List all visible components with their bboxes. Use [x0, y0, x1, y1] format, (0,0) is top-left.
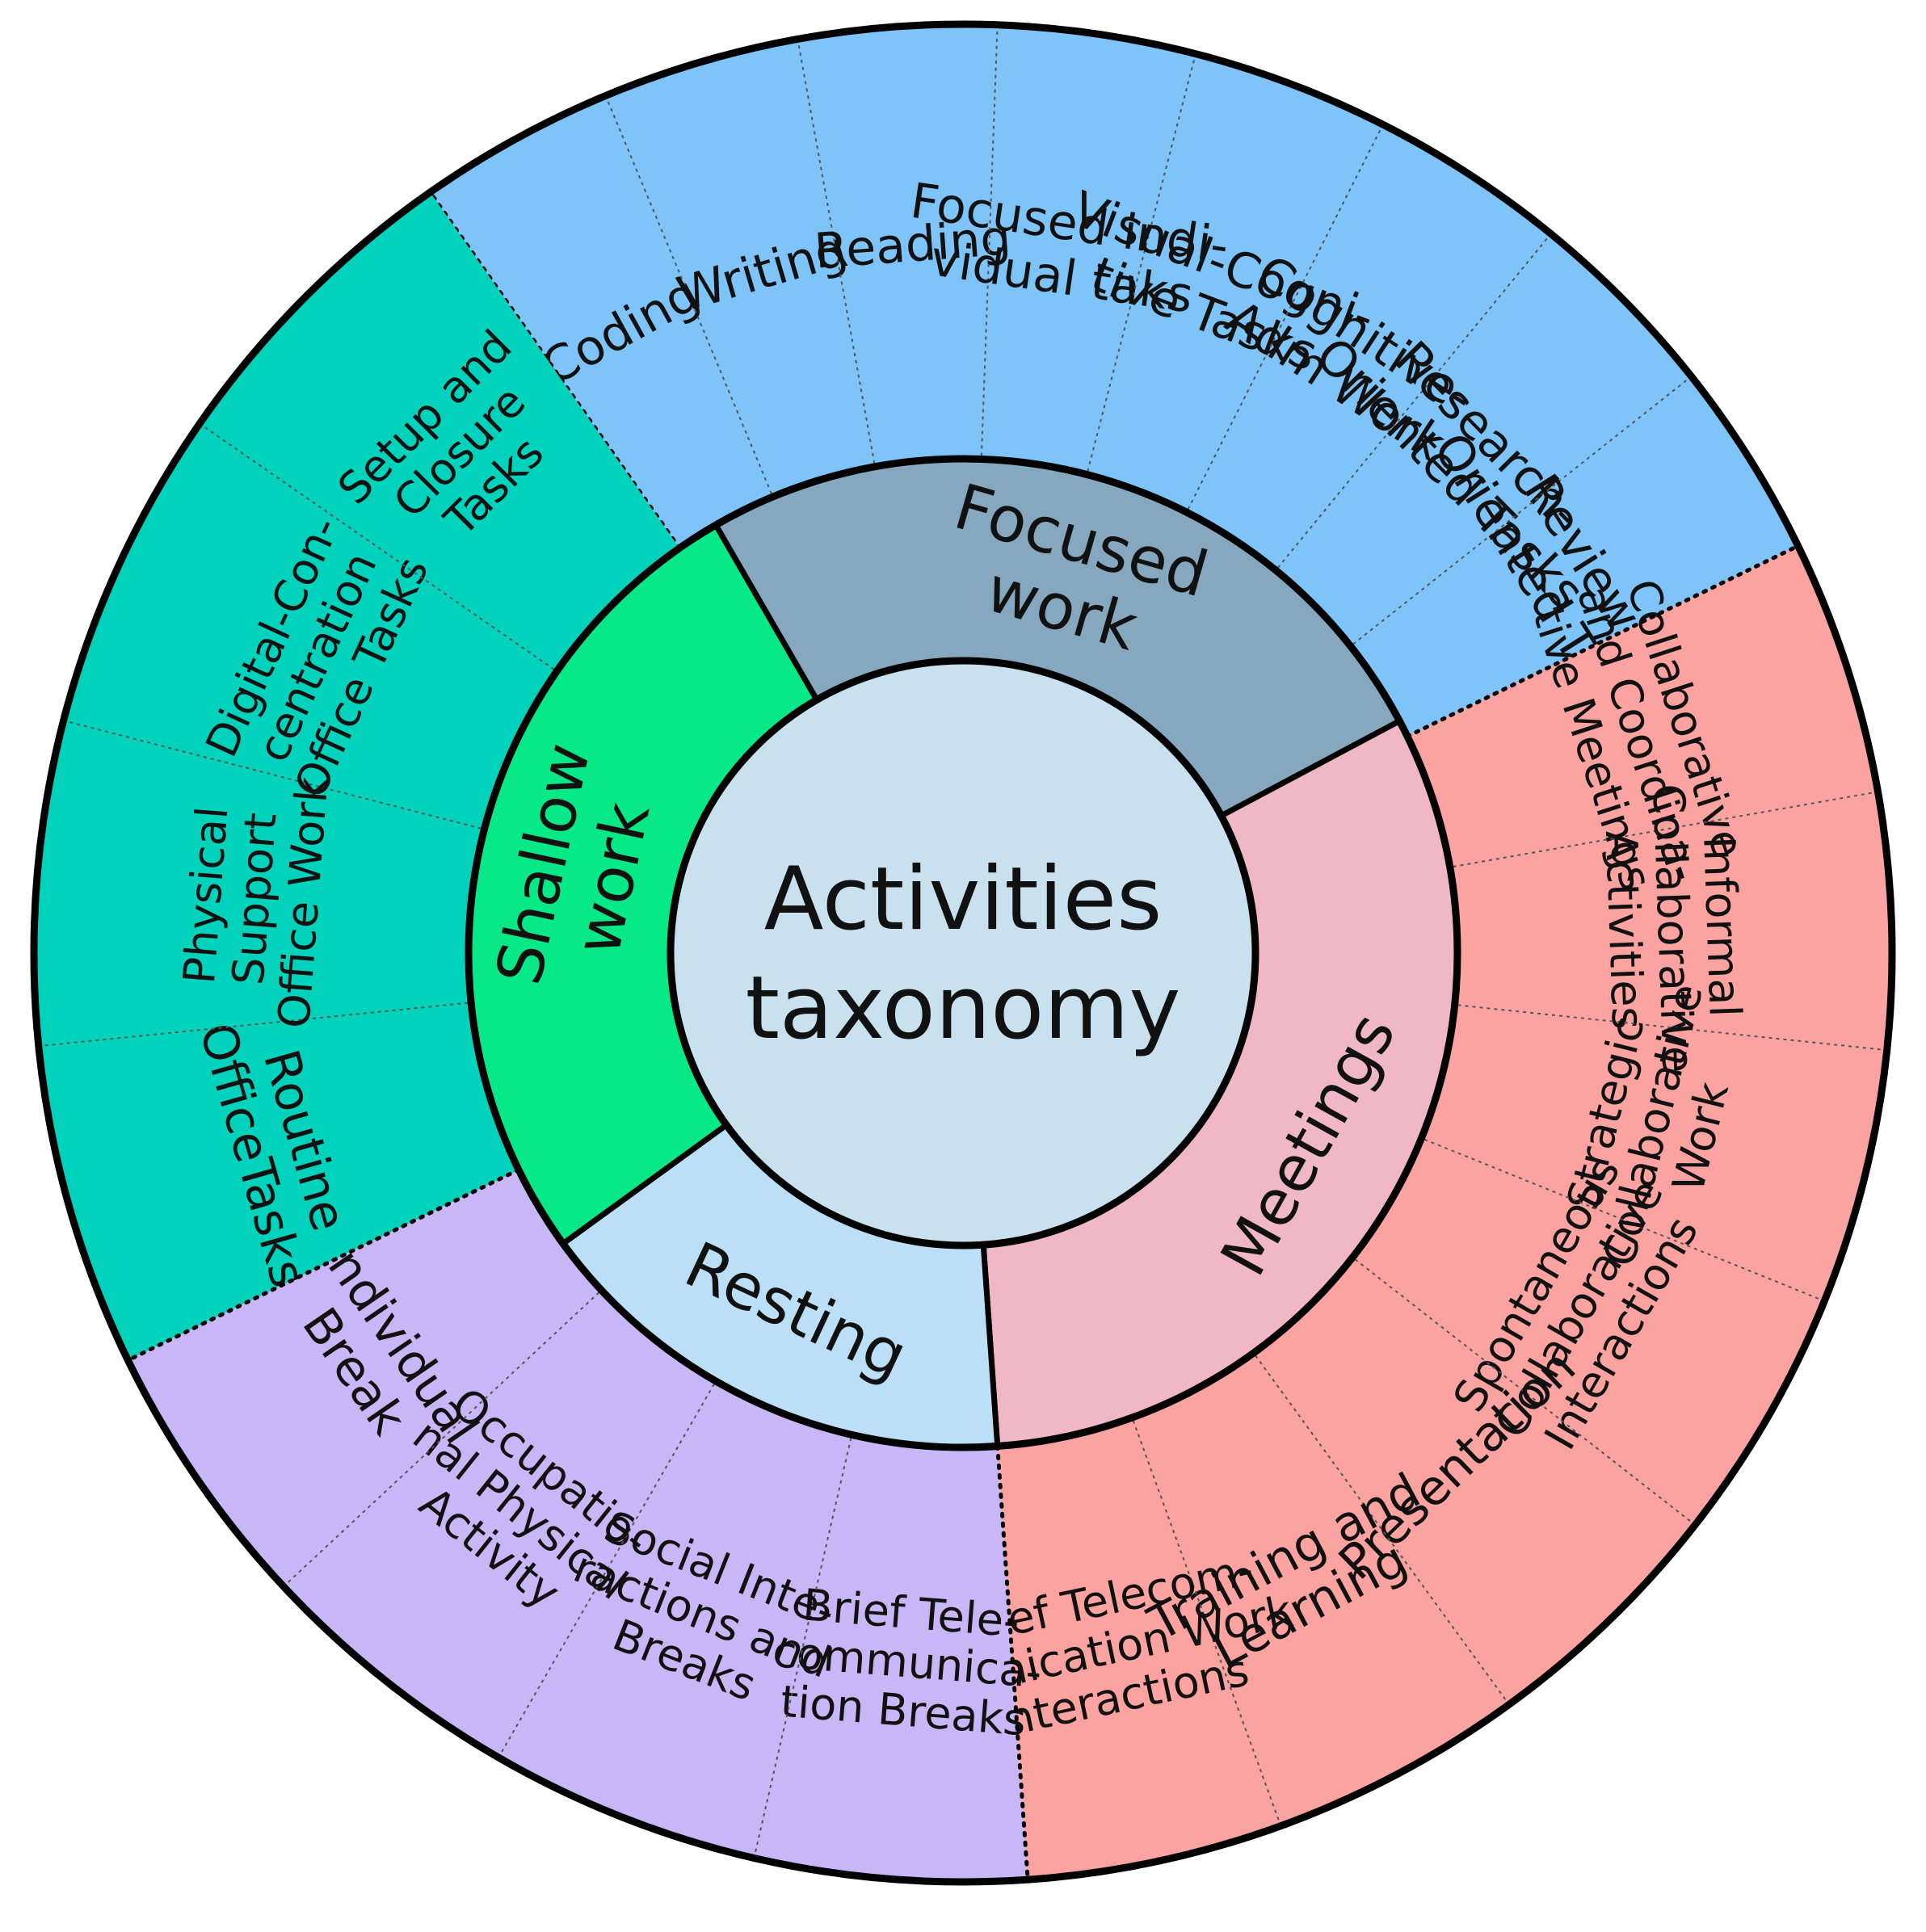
shallow-work-item-divider	[41, 1002, 469, 1047]
focused-work-outer-band	[430, 24, 1798, 737]
meetings-item-2-line-2: Collaborative	[1642, 783, 1703, 1073]
meetings-item-divider	[1255, 1354, 1508, 1703]
resting-item-divider	[285, 1292, 600, 1586]
center-title-line-1: Activities	[764, 849, 1163, 950]
meetings-item-divider	[1132, 1420, 1280, 1824]
inner-ring-border	[465, 455, 1461, 1451]
meetings-item-divider	[1423, 1138, 1822, 1301]
focused-work-item-divider	[1276, 235, 1550, 569]
shallow-work-item-divider	[66, 720, 482, 830]
meetings-item-2-line-1: Informal	[1693, 835, 1751, 1018]
resting-item-divider	[754, 1437, 852, 1855]
focused-work-item-divider	[1187, 127, 1382, 510]
focused-work-item-divider	[606, 98, 772, 494]
resting-boundary	[995, 1444, 1030, 1882]
focused-work-item-divider	[980, 27, 999, 456]
resting-outer-band	[128, 1170, 1028, 1883]
shallow-work-item-divider	[201, 424, 555, 670]
focused-work-item-3: Reading	[813, 210, 1013, 280]
center-title-line-2: taxonomy	[746, 958, 1181, 1059]
focused-work-item-divider	[797, 42, 876, 464]
shallow-work-outer-band	[33, 191, 679, 1361]
meetings-item-divider	[1354, 1258, 1693, 1524]
meetings-item-divider	[1457, 1004, 1884, 1051]
meetings-outer-band	[997, 545, 1892, 1880]
focused-work-item-3-line-1: Reading	[813, 210, 1013, 280]
focused-work-item-divider	[1087, 57, 1196, 472]
shallow-work-boundary	[125, 1167, 521, 1363]
center-circle	[667, 657, 1259, 1250]
resting-item-divider	[499, 1383, 715, 1755]
meetings-item-2-line-3: Activities	[1596, 830, 1654, 1030]
center-hub: Activities taxonomy	[667, 657, 1259, 1250]
meetings-item-divider	[1453, 792, 1875, 868]
meetings-boundary	[1405, 544, 1801, 739]
outer-ring-border	[30, 20, 1896, 1886]
focused-work-item-divider	[1352, 377, 1690, 645]
